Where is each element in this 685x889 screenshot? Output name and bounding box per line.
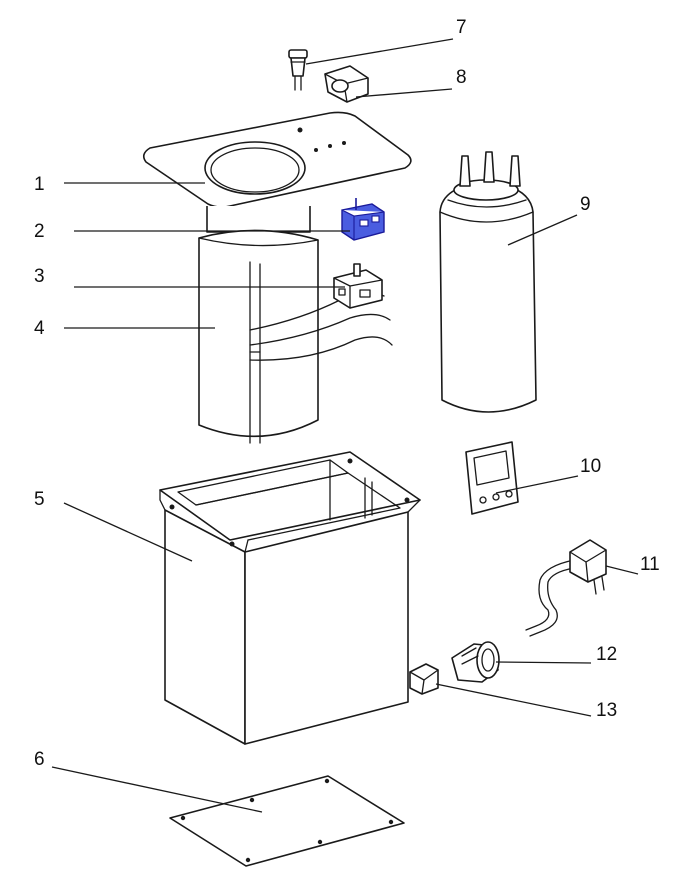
leader-lines (51, 38, 639, 813)
label-part-11: 11 (640, 554, 660, 575)
part-labels: 1 2 3 4 5 6 7 8 9 10 11 12 13 (34, 17, 660, 770)
small-cap (409, 663, 439, 695)
heating-sleeve (198, 206, 393, 444)
leader-7 (305, 38, 454, 65)
label-part-12: 12 (596, 644, 617, 665)
leader-6 (51, 766, 263, 813)
indicator-lamp (288, 49, 308, 91)
label-part-2: 2 (34, 221, 45, 242)
leader-11 (605, 565, 639, 575)
power-socket (451, 641, 500, 683)
leader-13 (435, 683, 592, 717)
label-part-13: 13 (596, 700, 617, 721)
thermostat (341, 198, 385, 241)
control-knob (324, 65, 369, 103)
label-part-10: 10 (580, 456, 601, 477)
outer-housing (159, 451, 421, 745)
top-plate (142, 111, 412, 208)
label-part-3: 3 (34, 266, 45, 287)
sauce-container (439, 151, 537, 413)
control-panel (465, 441, 519, 515)
leader-8 (355, 88, 453, 98)
label-part-7: 7 (456, 17, 467, 38)
label-part-1: 1 (34, 174, 45, 195)
label-part-9: 9 (580, 194, 591, 215)
label-part-8: 8 (456, 67, 467, 88)
label-part-6: 6 (34, 749, 45, 770)
switch-block (333, 263, 383, 309)
leader-12 (495, 661, 592, 664)
leader-9 (507, 214, 578, 246)
leader-10 (495, 475, 579, 494)
leader-5 (63, 502, 193, 562)
label-part-5: 5 (34, 489, 45, 510)
label-part-4: 4 (34, 318, 45, 339)
bottom-plate (169, 775, 405, 867)
power-cord (525, 539, 607, 637)
